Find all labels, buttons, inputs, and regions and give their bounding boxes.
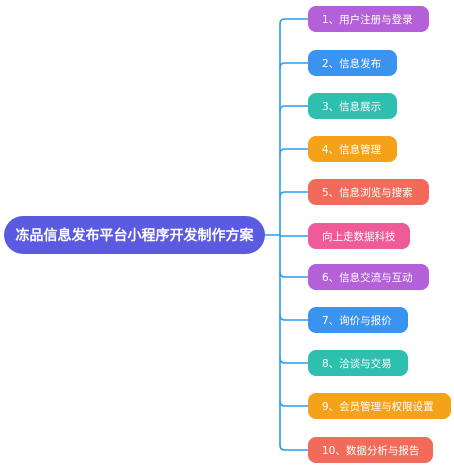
branch-line-8 bbox=[279, 357, 309, 364]
branch-line-7 bbox=[279, 314, 309, 321]
branch-label: 8、洽谈与交易 bbox=[322, 357, 392, 370]
root-topic-label: 冻品信息发布平台小程序开发制作方案 bbox=[15, 228, 254, 244]
branch-label: 6、信息交流与互动 bbox=[322, 271, 413, 284]
root-topic[interactable]: 冻品信息发布平台小程序开发制作方案 bbox=[4, 216, 265, 254]
branch-label: 3、信息展示 bbox=[322, 100, 382, 113]
branch-user-registration-login[interactable]: 1、用户注册与登录 bbox=[308, 6, 429, 32]
branch-company-name[interactable]: 向上走数据科技 bbox=[308, 223, 410, 249]
branch-label: 2、信息发布 bbox=[322, 57, 382, 70]
branch-line-10 bbox=[279, 444, 309, 451]
branch-label: 9、会员管理与权限设置 bbox=[322, 400, 434, 413]
branch-info-display[interactable]: 3、信息展示 bbox=[308, 93, 397, 119]
branch-info-management[interactable]: 4、信息管理 bbox=[308, 136, 397, 162]
branch-label: 1、用户注册与登录 bbox=[322, 13, 413, 26]
branch-line-0 bbox=[279, 18, 309, 25]
branch-line-9 bbox=[279, 400, 309, 407]
branch-browse-search[interactable]: 5、信息浏览与搜索 bbox=[308, 179, 429, 205]
branch-line-3 bbox=[279, 148, 309, 155]
branch-line-6 bbox=[279, 271, 309, 278]
branch-line-2 bbox=[279, 105, 309, 112]
branch-inquiry-quotation[interactable]: 7、询价与报价 bbox=[308, 307, 408, 333]
branch-data-analysis-report[interactable]: 10、数据分析与报告 bbox=[308, 437, 433, 463]
branch-member-permission[interactable]: 9、会员管理与权限设置 bbox=[308, 393, 451, 419]
branch-label: 5、信息浏览与搜索 bbox=[322, 186, 413, 199]
branch-label: 4、信息管理 bbox=[322, 143, 382, 156]
branch-negotiation-trade[interactable]: 8、洽谈与交易 bbox=[308, 350, 408, 376]
branch-label: 7、询价与报价 bbox=[322, 314, 392, 327]
branch-label: 向上走数据科技 bbox=[322, 230, 396, 243]
branch-line-1 bbox=[279, 62, 309, 69]
branch-communication-interaction[interactable]: 6、信息交流与互动 bbox=[308, 264, 429, 290]
branch-info-publish[interactable]: 2、信息发布 bbox=[308, 50, 397, 76]
branch-label: 10、数据分析与报告 bbox=[322, 444, 420, 457]
branch-line-4 bbox=[279, 191, 309, 198]
